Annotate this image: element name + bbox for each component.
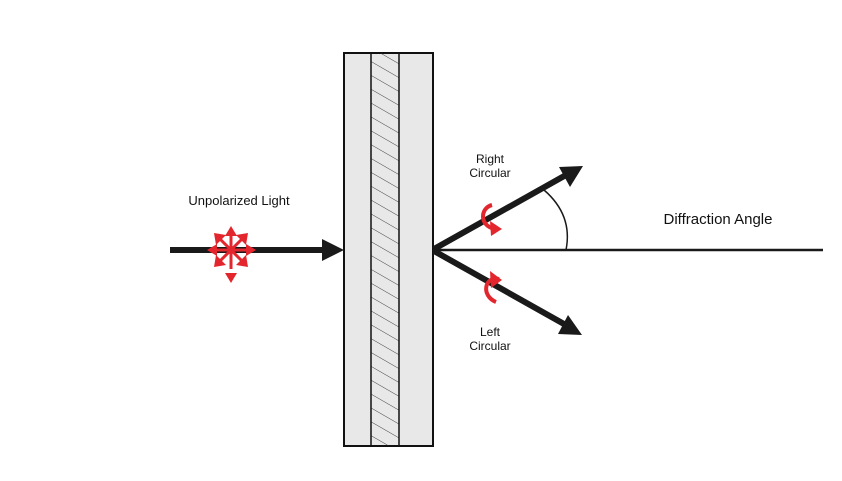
diffraction-angle-label: Diffraction Angle <box>664 211 773 228</box>
left-circular-beam <box>432 248 582 335</box>
left-circular-label-line1: Left <box>480 325 501 339</box>
right-circular-label-line1: Right <box>476 152 505 166</box>
right-beam-arrowhead <box>559 166 583 187</box>
unpolarized-light-label: Unpolarized Light <box>188 193 290 208</box>
right-circular-label-line2: Circular <box>469 166 510 180</box>
grating-plate <box>343 52 434 447</box>
incident-arrowhead <box>322 239 344 261</box>
right-rotation-icon <box>481 203 502 236</box>
right-circular-beam <box>432 166 583 252</box>
incident-beam <box>170 239 344 261</box>
left-beam-arrowhead <box>558 315 582 335</box>
left-rotation-icon <box>484 271 502 304</box>
diffraction-angle-arc <box>543 189 569 251</box>
plate-hatched-layer <box>370 52 400 447</box>
left-circular-label-line2: Circular <box>469 339 510 353</box>
polarization-starburst-icon <box>207 226 256 283</box>
